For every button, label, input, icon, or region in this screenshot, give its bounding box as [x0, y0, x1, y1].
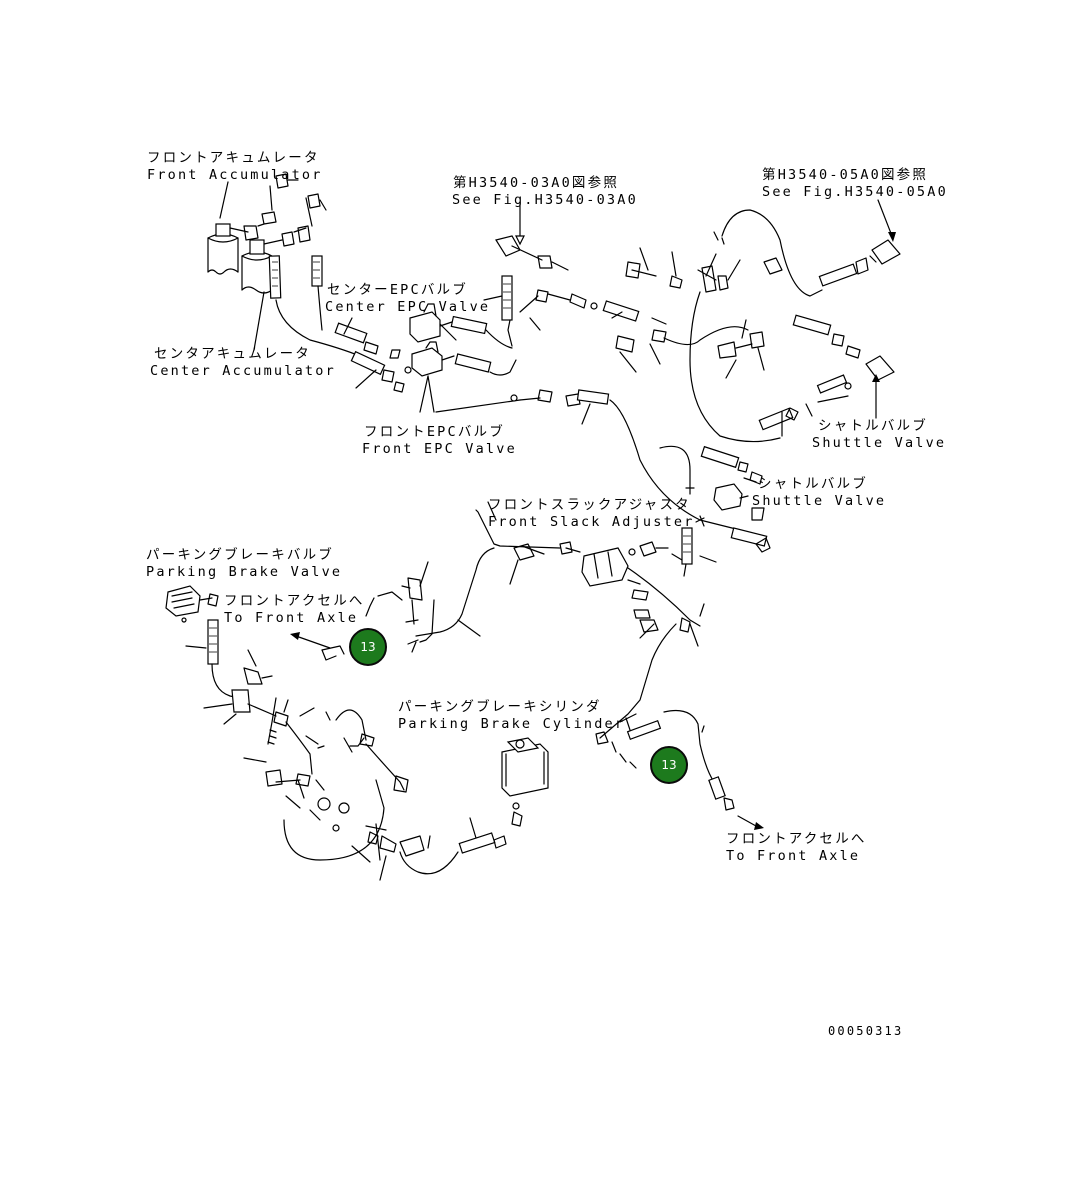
- to-front-axle-1-label-en: To Front Axle: [224, 610, 359, 626]
- to-front-axle-1-label-jp: フロントアクセルへ: [224, 593, 365, 609]
- see-fig-05a0-label-jp: 第H3540-05A0図参照: [762, 167, 929, 183]
- part-callout-13-left[interactable]: 13: [349, 628, 387, 666]
- parking-brake-valve-label-en: Parking Brake Valve: [146, 564, 343, 580]
- front-epc-valve-label-jp: フロントEPCバルブ: [364, 424, 505, 440]
- part-callout-13-right[interactable]: 13: [650, 746, 688, 784]
- see-fig-05a0-label-en: See Fig.H3540-05A0: [762, 184, 948, 200]
- shuttle-valve-1-label-en: Shuttle Valve: [812, 435, 947, 451]
- shuttle-valve-2-label-en: Shuttle Valve: [752, 493, 887, 509]
- front-slack-adjuster-label-en: Front Slack Adjuster: [488, 514, 695, 530]
- center-epc-valve-label-jp: センターEPCバルブ: [327, 282, 468, 298]
- to-front-axle-2-label-en: To Front Axle: [726, 848, 861, 864]
- parking-brake-valve-label-jp: パーキングブレーキバルブ: [146, 547, 334, 563]
- center-accumulator-label-en: Center Accumulator: [150, 363, 336, 379]
- parking-brake-cylinder-label-en: Parking Brake Cylinder: [398, 716, 626, 732]
- see-fig-03a0-label-jp: 第H3540-03A0図参照: [452, 175, 620, 191]
- see-fig-03a0-label-en: See Fig.H3540-03A0: [452, 192, 638, 208]
- front-accumulator-part: [207, 211, 277, 275]
- shuttle-valve-2-label-jp: シャトルバルブ: [758, 476, 868, 492]
- to-front-axle-2-label-jp: フロントアクセルへ: [726, 831, 867, 847]
- front-epc-valve-label-en: Front EPC Valve: [362, 441, 517, 457]
- front-accumulator-label-jp: フロントアキュムレータ: [147, 150, 320, 166]
- parking-brake-cylinder-label-jp: パーキングブレーキシリンダ: [398, 699, 602, 715]
- parking-brake-cylinder-part: [501, 737, 549, 810]
- front-accumulator-label-en: Front Accumulator: [147, 167, 323, 183]
- front-slack-adjuster-label-jp: フロントスラックアジャスタ: [488, 497, 691, 513]
- center-epc-valve-label-en: Center EPC Valve: [325, 299, 491, 315]
- parking-brake-valve-part: [165, 585, 219, 623]
- drawing-number: 00050313: [828, 1024, 904, 1038]
- shuttle-valve-1-label-jp: シャトルバルブ: [818, 418, 928, 434]
- center-accumulator-label-jp: センタアキュムレータ: [154, 346, 311, 362]
- front-epc-valve-part: [411, 341, 455, 377]
- center-epc-valve-part: [409, 303, 453, 343]
